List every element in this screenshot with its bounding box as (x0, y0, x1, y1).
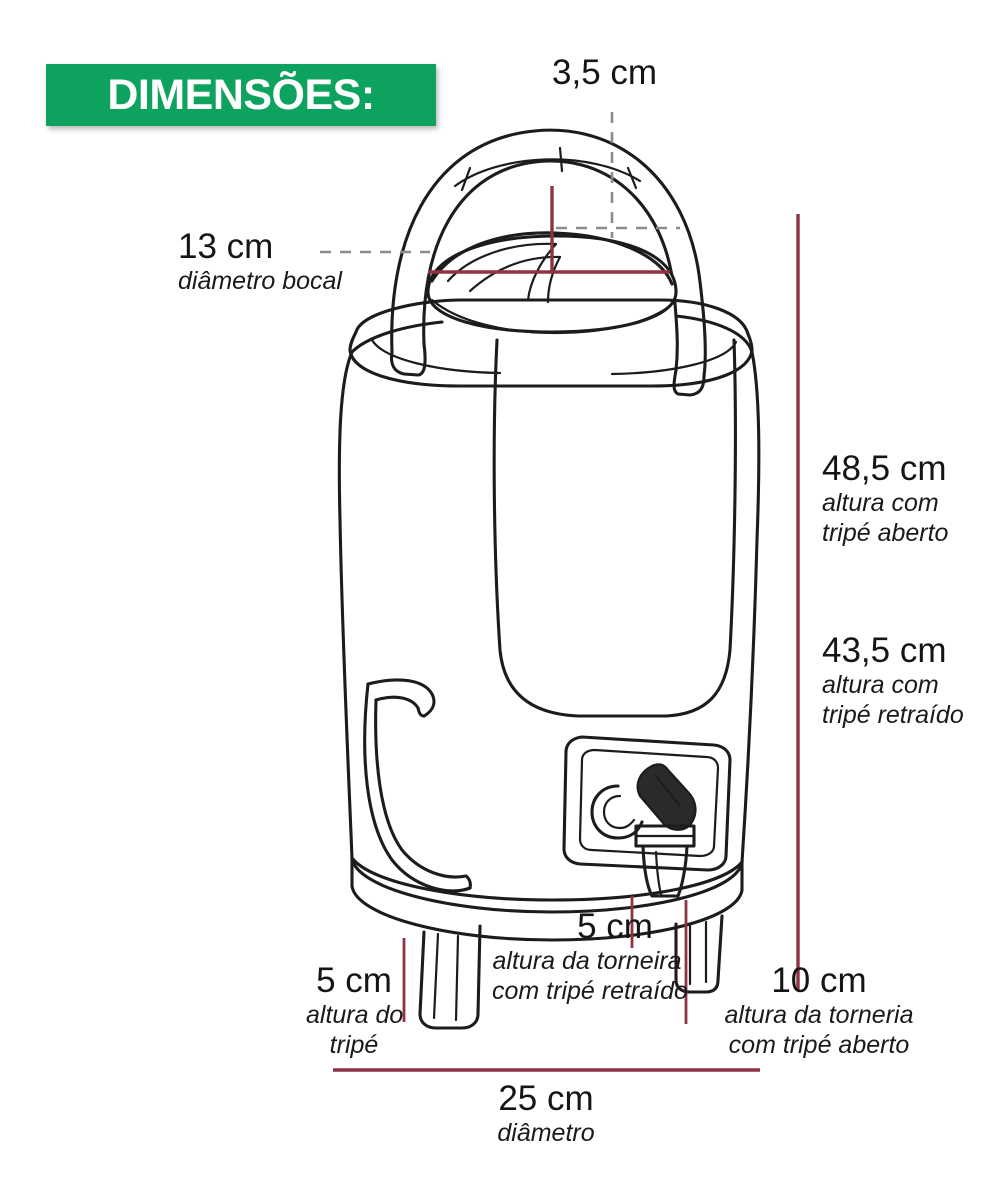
base-diameter-value: 25 cm (498, 1079, 594, 1118)
tap-spigot-icon (590, 763, 697, 898)
mouth-diameter-caption: diâmetro bocal (178, 266, 342, 295)
dimension-label-tap-height-open: 10 cm altura da torneria com tripé abert… (694, 962, 944, 1060)
dimension-label-lid-height: 3,5 cm (552, 54, 657, 92)
side-grip-handle-icon (363, 678, 472, 893)
bottle-body (337, 314, 761, 902)
mouth-diameter-value: 13 cm (178, 227, 274, 266)
tap-height-retracted-caption-2: com tripé retraído (492, 976, 688, 1005)
dimension-label-height-tripod-open: 48,5 cm altura com tripé aberto (822, 450, 948, 548)
height-tripod-open-caption-1: altura com (822, 488, 939, 517)
dimension-label-tripod-height: 5 cm altura do tripé (306, 961, 404, 1060)
tap-recess-panel (562, 735, 732, 872)
dimensions-banner: DIMENSÕES: (46, 64, 436, 126)
lid-height-value: 3,5 cm (552, 53, 658, 92)
tap-height-open-caption-2: com tripé aberto (728, 1030, 910, 1059)
tap-height-open-value: 10 cm (771, 961, 867, 1000)
base-diameter-caption: diâmetro (497, 1118, 595, 1147)
tripod-height-caption-1: altura do (306, 1000, 404, 1029)
tap-height-retracted-caption-1: altura da torneira (492, 946, 682, 975)
height-tripod-retracted-caption-1: altura com (822, 670, 939, 699)
height-tripod-open-value: 48,5 cm (822, 449, 947, 488)
dimension-label-height-tripod-retracted: 43,5 cm altura com tripé retraído (822, 632, 964, 730)
bottle-neck-collar (348, 298, 754, 388)
tap-height-open-caption-1: altura da torneria (724, 1000, 914, 1029)
tap-height-retracted-value: 5 cm (577, 907, 653, 946)
height-tripod-retracted-caption-2: tripé retraído (822, 700, 964, 729)
dimensions-banner-label: DIMENSÕES: (107, 70, 375, 119)
height-tripod-retracted-value: 43,5 cm (822, 631, 947, 670)
dimension-label-base-diameter: 25 cm diâmetro (446, 1080, 646, 1148)
lid-cap (426, 231, 678, 335)
dimension-label-tap-height-retracted: 5 cm altura da torneira com tripé retraí… (492, 908, 688, 1006)
carry-handle-icon (389, 128, 707, 397)
height-tripod-open-caption-2: tripé aberto (822, 518, 949, 547)
tripod-height-value: 5 cm (316, 961, 392, 1000)
tripod-height-caption-2: tripé (329, 1030, 379, 1059)
dimension-label-mouth-diameter: 13 cm diâmetro bocal (178, 228, 342, 296)
